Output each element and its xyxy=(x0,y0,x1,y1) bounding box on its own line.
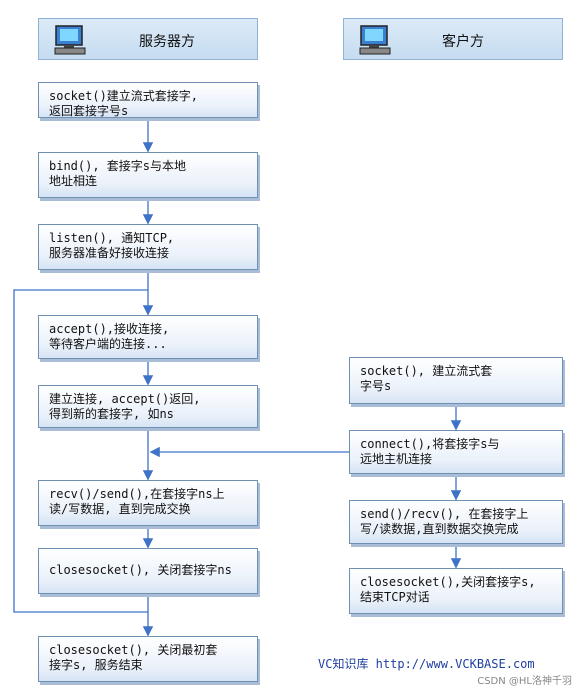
server-step-recv-send: recv()/send(),在套接字ns上 读/写数据, 直到完成交换 xyxy=(38,480,258,526)
server-step-socket: socket()建立流式套接字, 返回套接字号s xyxy=(38,82,258,118)
footer-source: VC知识库 http://www.VCKBASE.com xyxy=(318,657,535,671)
server-step-listen: listen(), 通知TCP, 服务器准备好接收连接 xyxy=(38,224,258,270)
credit-watermark: CSDN @HL洛神千羽 xyxy=(477,676,572,687)
computer-icon xyxy=(359,25,391,55)
client-header: 客户方 xyxy=(343,18,563,60)
client-title: 客户方 xyxy=(442,34,484,50)
server-step-accept: accept(),接收连接, 等待客户端的连接... xyxy=(38,315,258,359)
server-step-closesocket-s: closesocket(), 关闭最初套 接字s, 服务结束 xyxy=(38,636,258,682)
client-step-send-recv: send()/recv(), 在套接字上 写/读数据,直到数据交换完成 xyxy=(349,500,563,544)
server-step-established: 建立连接, accept()返回, 得到新的套接字, 如ns xyxy=(38,385,258,428)
server-title: 服务器方 xyxy=(139,34,195,50)
client-step-socket: socket(), 建立流式套 字号s xyxy=(349,357,563,404)
server-header: 服务器方 xyxy=(38,18,258,60)
server-step-closesocket-ns: closesocket(), 关闭套接字ns xyxy=(38,548,258,594)
loop-back-line xyxy=(13,289,148,613)
client-step-connect: connect(),将套接字s与 远地主机连接 xyxy=(349,430,563,474)
computer-icon xyxy=(54,25,86,55)
client-step-closesocket: closesocket(),关闭套接字s, 结束TCP对话 xyxy=(349,568,563,614)
server-step-bind: bind(), 套接字s与本地 地址相连 xyxy=(38,152,258,198)
